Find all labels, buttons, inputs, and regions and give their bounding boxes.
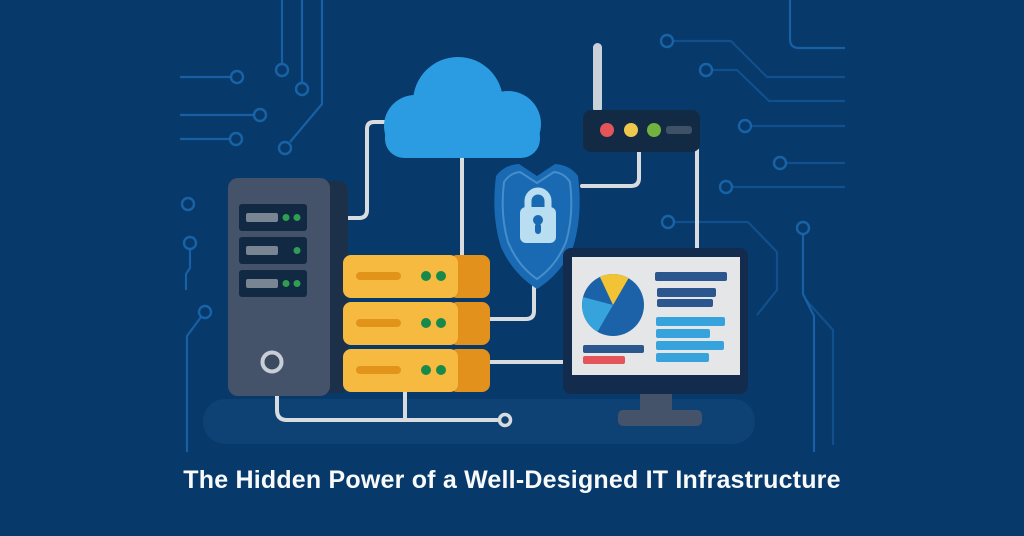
pie-chart xyxy=(582,274,644,336)
router-icon xyxy=(583,43,700,152)
router-light-green xyxy=(647,123,661,137)
rack-unit xyxy=(343,349,490,392)
cable-end-node xyxy=(497,412,513,428)
monitor-stand-neck xyxy=(640,392,672,414)
circuit-traces xyxy=(180,0,845,452)
antenna xyxy=(593,43,602,113)
rack-unit xyxy=(343,302,490,345)
monitor-icon xyxy=(563,248,748,426)
server-rack-icon xyxy=(343,255,490,392)
dashboard-text-bars xyxy=(583,272,727,364)
rack-unit xyxy=(343,255,490,298)
highlight-bar-red xyxy=(583,356,625,364)
network-cables xyxy=(275,120,699,428)
router-light-red xyxy=(600,123,614,137)
padlock-shackle xyxy=(524,187,552,212)
cloud-icon xyxy=(384,57,541,158)
page-title: The Hidden Power of a Well-Designed IT I… xyxy=(183,466,841,494)
shield-lock-icon xyxy=(494,164,580,289)
monitor-stand-base xyxy=(618,410,702,426)
server-tower-icon xyxy=(228,178,348,396)
router-light-yellow xyxy=(624,123,638,137)
